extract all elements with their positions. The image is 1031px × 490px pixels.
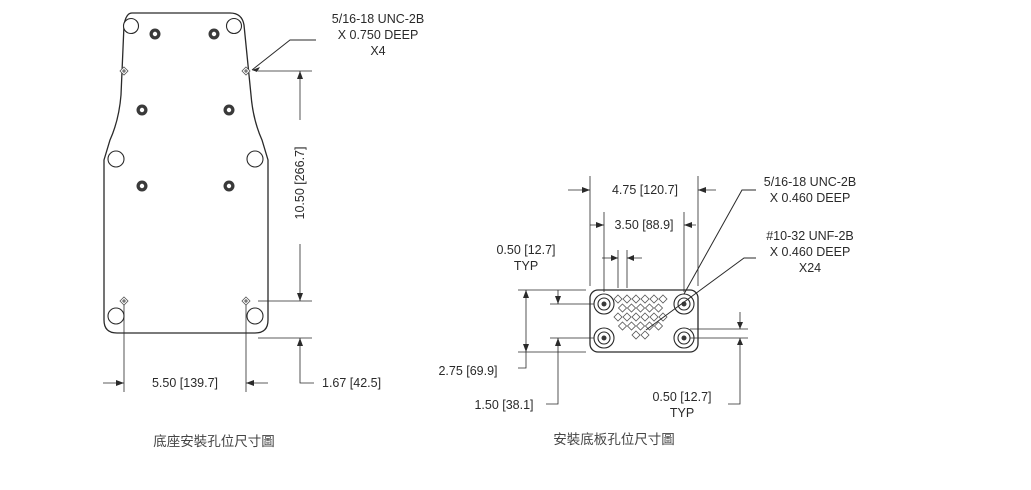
adapter-pitch-label: 0.50 [12.7] (496, 243, 555, 257)
adapter-inner-width-label: 3.50 [88.9] (614, 218, 673, 232)
base-callout-line-2: X 0.750 DEEP (338, 28, 419, 42)
adapter-inner-height-dimension: 1.50 [38.1] (474, 290, 594, 412)
base-tapped-holes (136, 28, 235, 192)
base-plate-view: 5/16-18 UNC-2B X 0.750 DEEP X4 10.50 [26… (103, 12, 424, 450)
adapter-outer-height-dimension: 2.75 [69.9] (438, 289, 586, 378)
base-clearance-hole (107, 307, 125, 325)
base-offset-dimension-label: 1.67 [42.5] (322, 376, 381, 390)
adapter-bottom-pitch-typ: TYP (670, 406, 694, 420)
adapter-callout-a-line-1: 5/16-18 UNC-2B (764, 175, 856, 189)
adapter-corner-holes (593, 293, 695, 349)
adapter-callout-b-line-2: X 0.460 DEEP (770, 245, 851, 259)
adapter-pitch-dimension: 0.50 [12.7] TYP (496, 243, 642, 288)
base-vertical-dimension: 10.50 [266.7] (258, 70, 312, 302)
base-clearance-hole (246, 150, 264, 168)
adapter-pitch-typ: TYP (514, 259, 538, 273)
base-vertical-dimension-label: 10.50 [266.7] (293, 147, 307, 220)
adapter-plate-caption: 安裝底板孔位尺寸圖 (553, 432, 675, 448)
adapter-bottom-pitch-dimension: 0.50 [12.7] TYP (652, 312, 748, 420)
base-callout-line-3: X4 (370, 44, 385, 58)
adapter-outer-width-label: 4.75 [120.7] (612, 183, 678, 197)
base-offset-dimension: 1.67 [42.5] (258, 337, 381, 390)
adapter-outer-height-label: 2.75 [69.9] (438, 364, 497, 378)
base-clearance-hole (107, 150, 125, 168)
base-clearance-hole (246, 307, 264, 325)
base-horizontal-dimension: 5.50 [139.7] (103, 305, 268, 392)
base-callout-line-1: 5/16-18 UNC-2B (332, 12, 424, 26)
base-plate-caption: 底座安裝孔位尺寸圖 (153, 434, 275, 450)
base-callout-leader (251, 39, 316, 71)
adapter-inner-width-dimension: 3.50 [88.9] (590, 212, 696, 292)
base-plate-outline (103, 12, 269, 334)
adapter-inner-height-label: 1.50 [38.1] (474, 398, 533, 412)
adapter-outer-width-dimension: 4.75 [120.7] (568, 176, 716, 286)
adapter-callout-b-line-1: #10-32 UNF-2B (766, 229, 854, 243)
adapter-plate-view: 4.75 [120.7] 3.50 [88.9] 0.50 [12.7] TYP… (438, 175, 856, 448)
base-horizontal-dimension-label: 5.50 [139.7] (152, 376, 218, 390)
adapter-plate-outline (589, 289, 699, 353)
base-clearance-hole (225, 17, 243, 35)
adapter-callout-b-line-3: X24 (799, 261, 821, 275)
adapter-callout-a-leader (683, 189, 756, 295)
adapter-callout-a-line-2: X 0.460 DEEP (770, 191, 851, 205)
base-clearance-hole (122, 17, 140, 35)
adapter-hole-grid (613, 294, 668, 340)
adapter-callout-b-leader (645, 257, 756, 331)
base-diamond-markers (119, 66, 251, 306)
adapter-bottom-pitch-label: 0.50 [12.7] (652, 390, 711, 404)
